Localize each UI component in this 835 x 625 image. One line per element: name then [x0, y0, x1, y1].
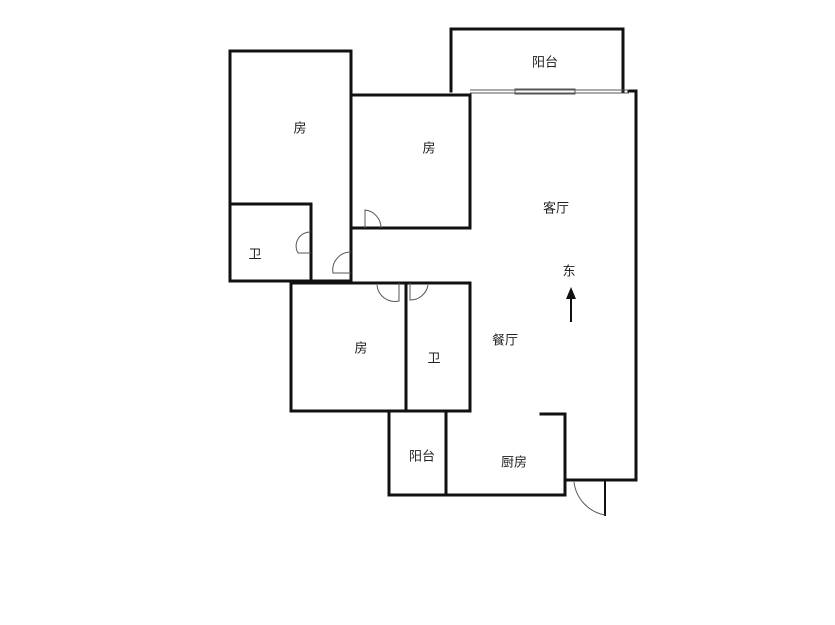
- room-label-bathroom-west: 卫: [248, 247, 262, 263]
- door-south-bedroom: [376, 283, 400, 302]
- door-west-bath: [295, 231, 312, 254]
- room-label-balcony-north: 阳台: [531, 55, 559, 71]
- window-sliding-door: [470, 88, 629, 95]
- room-label-living-room: 客厅: [542, 201, 570, 217]
- room-label-bathroom-south: 卫: [427, 351, 441, 367]
- room-label-bedroom-south: 房: [354, 341, 368, 357]
- room-label-bedroom-middle: 房: [422, 141, 436, 157]
- doors[interactable]: [295, 209, 606, 516]
- door-middle-bedroom: [364, 209, 382, 229]
- room-label-kitchen: 厨房: [500, 455, 528, 471]
- room-label-balcony-south: 阳台: [408, 449, 436, 465]
- north-arrow-icon: [566, 287, 576, 322]
- door-west-bedroom: [332, 251, 352, 274]
- door-south-bath: [409, 283, 429, 301]
- room-label-dining-room: 餐厅: [491, 333, 519, 349]
- compass-label: 东: [562, 264, 576, 280]
- room-label-bedroom-west: 房: [293, 121, 307, 137]
- entrance-door: [573, 481, 606, 516]
